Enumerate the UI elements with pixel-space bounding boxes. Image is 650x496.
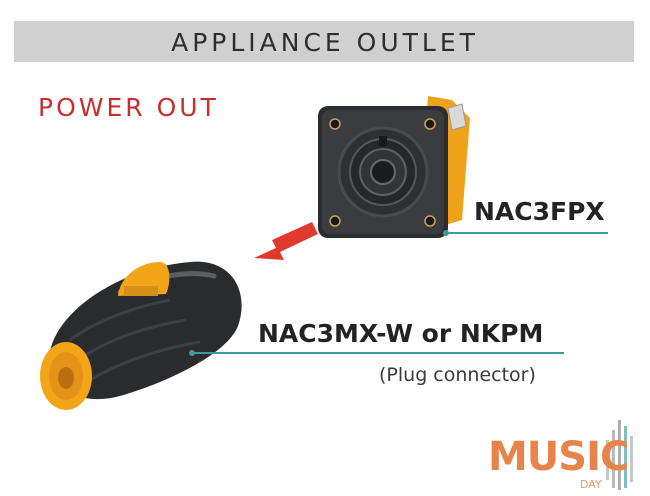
watermark-logo-sub: DAY [580, 478, 602, 491]
plug-connector-image [40, 261, 242, 410]
watermark-graphic [606, 420, 633, 490]
plug-leader-line [192, 352, 564, 354]
plug-model-label: NAC3MX-W or NKPM [258, 319, 544, 348]
outlet-connector-image [318, 96, 470, 238]
outlet-leader-line [446, 232, 608, 234]
plug-description: (Plug connector) [379, 364, 536, 386]
plug-leader-dot [189, 350, 195, 356]
insert-direction-arrow [254, 222, 318, 260]
title-banner [14, 21, 634, 62]
section-heading: POWER OUT [38, 93, 219, 122]
outlet-model-label: NAC3FPX [474, 197, 605, 226]
watermark-logo: MUSIC [488, 434, 629, 480]
outlet-leader-dot [443, 230, 449, 236]
page-title: APPLIANCE OUTLET [171, 28, 479, 57]
